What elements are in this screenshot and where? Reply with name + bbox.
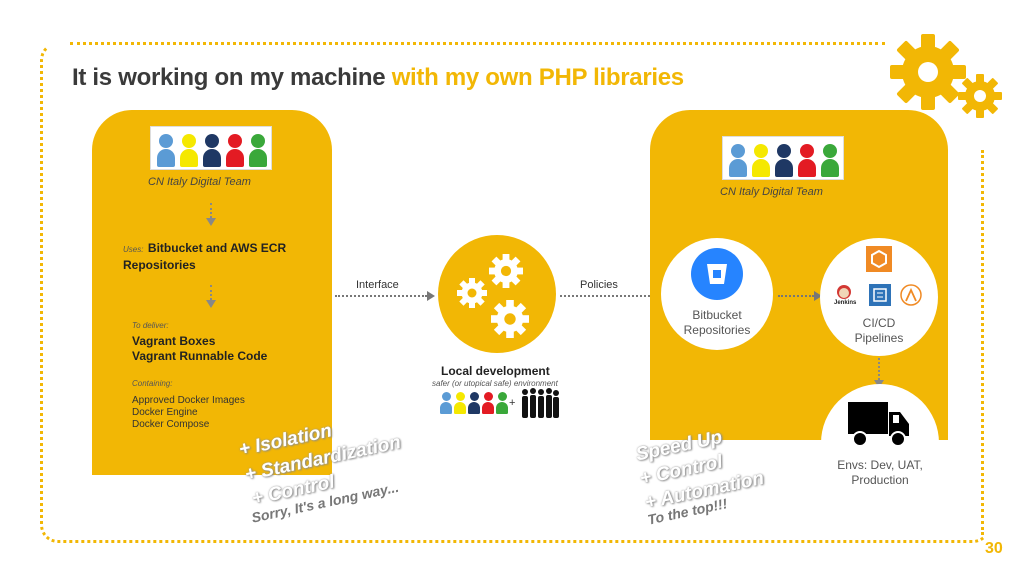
dotted-frame-top	[70, 42, 885, 45]
page-number: 30	[985, 540, 1003, 557]
envs-label-2: Production	[851, 473, 909, 487]
local-dev-subtitle: safer (or utopical safe) environment	[432, 379, 558, 388]
containing-label: Containing:	[132, 379, 173, 388]
containing-item-3: Docker Compose	[132, 419, 210, 430]
gears-icon	[890, 34, 1002, 118]
people-silhouettes-icon	[522, 388, 559, 418]
team-icon-center	[440, 392, 508, 416]
interface-arrow	[335, 295, 427, 297]
envs-label-1: Envs: Dev, UAT,	[837, 458, 923, 472]
title-highlight: with my own PHP libraries	[391, 64, 684, 91]
policies-arrow	[560, 295, 650, 297]
bitbucket-label: Bitbucket Repositories	[661, 308, 773, 338]
containing-item-1: Approved Docker Images	[132, 395, 245, 406]
left-connector-1	[210, 203, 212, 218]
truck-icon	[848, 402, 909, 447]
team-icon-left	[150, 126, 272, 170]
aws-codepipeline-icon	[866, 246, 892, 272]
left-team-label: CN Italy Digital Team	[148, 176, 251, 188]
right-team-label: CN Italy Digital Team	[720, 186, 823, 198]
deliver-label: To deliver:	[132, 321, 169, 330]
bitbucket-to-cicd-arrow	[778, 295, 814, 297]
cicd-to-envs-arrow	[878, 358, 880, 380]
team-icon-right	[722, 136, 844, 180]
jenkins-icon	[834, 284, 854, 304]
bitbucket-icon	[691, 248, 743, 300]
lambda-icon	[900, 284, 922, 306]
dotted-frame-right	[981, 150, 984, 535]
uses-block: Uses: Bitbucket and AWS ECR Repositories	[123, 240, 323, 273]
bitbucket-label-1: Bitbucket	[692, 308, 742, 322]
policies-label: Policies	[580, 279, 618, 291]
left-connector-2	[210, 285, 212, 300]
page-title: It is working on my machine with my own …	[72, 64, 684, 92]
aws-codebuild-icon	[869, 284, 891, 306]
deliver-item-1: Vagrant Boxes	[132, 334, 216, 348]
cicd-label: CI/CD Pipelines	[820, 316, 938, 346]
containing-item-2: Docker Engine	[132, 407, 198, 418]
interface-label: Interface	[356, 279, 399, 291]
cicd-label-2: Pipelines	[854, 331, 904, 345]
left-connector-2-head	[206, 300, 216, 308]
bitbucket-label-2: Repositories	[683, 323, 751, 337]
deliver-item-2: Vagrant Runnable Code	[132, 349, 268, 363]
title-main: It is working on my machine	[72, 64, 386, 91]
jenkins-label: Jenkins	[834, 300, 857, 306]
uses-value-2: Repositories	[123, 258, 196, 272]
uses-value-1: Bitbucket and AWS ECR	[147, 241, 287, 255]
envs-label: Envs: Dev, UAT, Production	[821, 458, 939, 488]
center-plus: +	[509, 397, 516, 409]
left-connector-1-head	[206, 218, 216, 226]
local-dev-title: Local development	[441, 364, 550, 378]
uses-label: Uses:	[123, 245, 144, 254]
gear-icon	[457, 254, 529, 338]
interface-arrow-head	[427, 291, 435, 301]
left-panel	[92, 110, 332, 475]
cicd-label-1: CI/CD	[862, 316, 896, 330]
bitbucket-to-cicd-arrow-head	[814, 291, 822, 301]
dotted-frame	[40, 42, 991, 543]
